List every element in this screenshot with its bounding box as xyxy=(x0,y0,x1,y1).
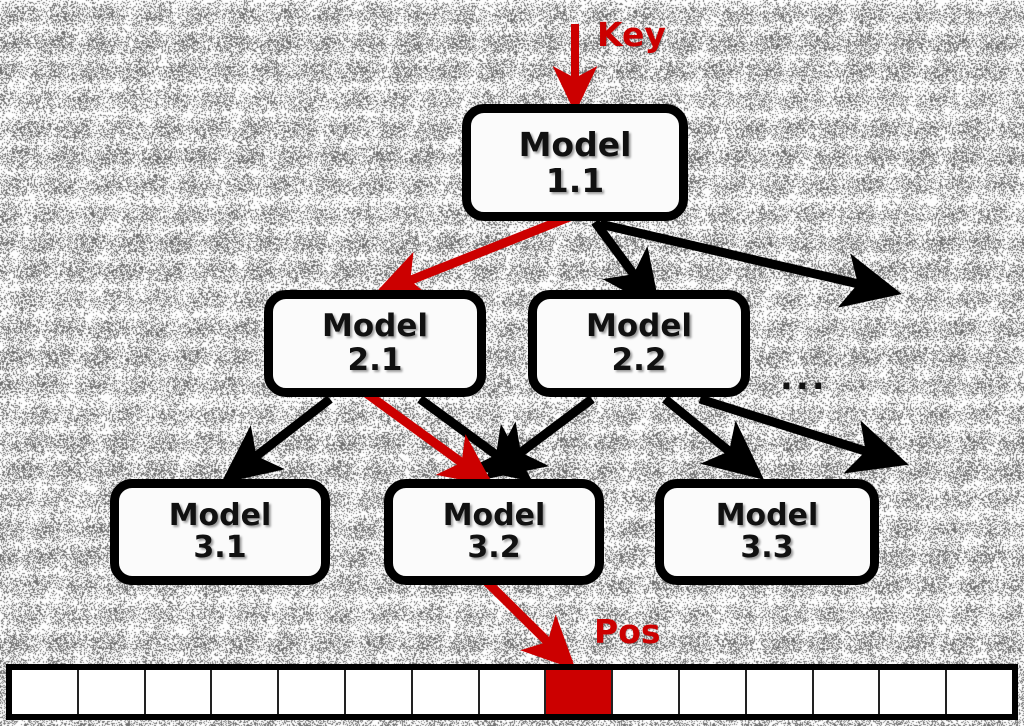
array-cell[interactable] xyxy=(145,670,213,714)
arrow-model32-to-pos xyxy=(483,578,576,670)
array-cell[interactable] xyxy=(813,670,881,714)
node-label-line2: 2.2 xyxy=(611,341,667,378)
edge-model22-to-model32 xyxy=(484,395,595,480)
array-cell[interactable] xyxy=(12,670,79,714)
node-label-line2: 3.2 xyxy=(467,530,521,565)
node-label-line1: Model xyxy=(442,497,546,533)
node-label-line1: Model xyxy=(586,308,692,345)
array-cell[interactable] xyxy=(279,670,346,714)
array-cell[interactable] xyxy=(947,670,1012,714)
node-model-3-2[interactable]: Model 3.2 xyxy=(384,479,604,585)
array-cell[interactable] xyxy=(880,670,948,714)
ellipsis-label: ... xyxy=(780,358,828,398)
array-cell[interactable] xyxy=(613,670,680,714)
edge-model21-to-model31 xyxy=(220,395,333,484)
array-cell[interactable] xyxy=(212,670,280,714)
node-label-line1: Model xyxy=(322,308,428,345)
array-cell[interactable] xyxy=(746,670,814,714)
node-label-line2: 3.1 xyxy=(193,530,247,565)
array-cell[interactable] xyxy=(679,670,747,714)
array-cell-highlighted[interactable] xyxy=(546,670,614,714)
node-model-3-1[interactable]: Model 3.1 xyxy=(110,479,330,585)
node-label-line1: Model xyxy=(518,124,632,164)
array-cell[interactable] xyxy=(412,670,480,714)
node-label-line1: Model xyxy=(168,497,272,533)
node-label-line2: 1.1 xyxy=(545,160,605,200)
array-cell[interactable] xyxy=(345,670,413,714)
edge-group-level2 xyxy=(220,394,909,484)
array-cell[interactable] xyxy=(78,670,146,714)
arrow-model11-to-model21 xyxy=(373,211,574,299)
node-model-3-3[interactable]: Model 3.3 xyxy=(655,479,879,585)
node-model-2-1[interactable]: Model 2.1 xyxy=(264,290,486,397)
node-label-line2: 3.3 xyxy=(740,530,794,565)
position-array[interactable] xyxy=(6,664,1018,720)
pos-label: Pos xyxy=(594,612,661,651)
node-label-line1: Model xyxy=(715,497,819,533)
key-label: Key xyxy=(597,15,666,54)
node-model-2-2[interactable]: Model 2.2 xyxy=(528,290,750,397)
array-cell[interactable] xyxy=(479,670,547,714)
node-model-1-1[interactable]: Model 1.1 xyxy=(462,104,688,221)
node-label-line2: 2.1 xyxy=(347,341,403,378)
